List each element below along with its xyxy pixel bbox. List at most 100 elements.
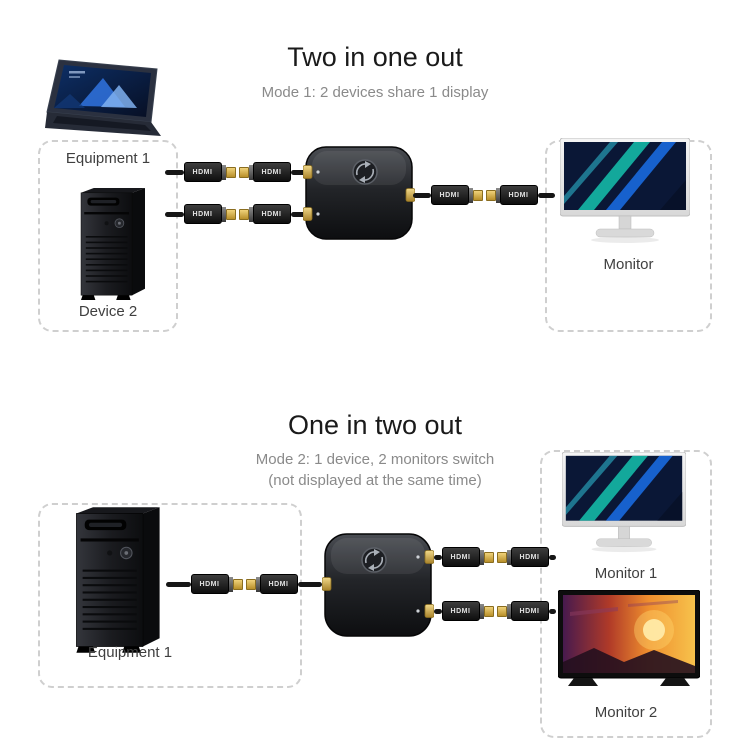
mode2-display-group-box [540, 450, 712, 738]
hdmi-cable-equipment1-to-switch: HDMI HDMI [166, 573, 322, 595]
tv-illustration [558, 590, 700, 686]
hdmi-plug: HDMI [238, 204, 291, 224]
monitor-illustration [562, 452, 686, 553]
hdmi-plug-tip [238, 208, 249, 220]
cable-wire [413, 192, 431, 198]
hdmi-plug-label: HDMI [261, 168, 282, 176]
cable-wire [297, 581, 322, 587]
device2-label: Device 2 [78, 303, 138, 320]
hdmi-plug-body: HDMI [252, 162, 291, 182]
hdmi-plug-neck [506, 603, 511, 619]
hdmi-plug-neck [228, 576, 233, 592]
hdmi-cable-switch-to-monitor: HDMI HDMI [413, 184, 555, 206]
hdmi-port [424, 604, 434, 618]
hdmi-plug: HDMI [245, 574, 298, 594]
mode1-subtitle: Mode 1: 2 devices share 1 display [261, 84, 489, 101]
hdmi-plug-tip [483, 551, 494, 563]
hdmi-plug-body: HDMI [510, 547, 549, 567]
hdmi-plug: HDMI [183, 204, 236, 224]
cable-wire [548, 554, 556, 560]
cable-wire [290, 169, 309, 175]
hdmi-plug-label: HDMI [192, 210, 213, 218]
hdmi-switch-illustration [322, 533, 434, 637]
hdmi-plug-label: HDMI [439, 191, 460, 199]
hdmi-plug-body: HDMI [499, 185, 538, 205]
hdmi-plug-tip [238, 166, 249, 178]
hdmi-plug-label: HDMI [261, 210, 282, 218]
hdmi-plug-tip [245, 578, 256, 590]
hdmi-plug-tip [496, 551, 507, 563]
hdmi-plug-body: HDMI [183, 162, 222, 182]
hdmi-plug-body: HDMI [510, 601, 549, 621]
hdmi-plug-neck [255, 576, 260, 592]
monitor2-label: Monitor 2 [594, 704, 658, 721]
hdmi-plug-neck [248, 206, 253, 222]
hdmi-plug-label: HDMI [268, 580, 289, 588]
hdmi-port [322, 577, 332, 591]
equipment1-label: Equipment 1 [65, 150, 151, 167]
hdmi-plug: HDMI [190, 574, 243, 594]
hdmi-cable-switch-to-monitor1: HDMI HDMI [434, 546, 556, 568]
hdmi-plug-neck [248, 164, 253, 180]
hdmi-plug-tip [225, 208, 236, 220]
hdmi-plug: HDMI [441, 601, 494, 621]
hdmi-plug-tip [472, 189, 483, 201]
monitor1-label: Monitor 1 [594, 565, 658, 582]
hdmi-cable-equipment1-to-switch: HDMI HDMI [165, 161, 309, 183]
hdmi-plug-neck [221, 164, 226, 180]
hdmi-plug-tip [232, 578, 243, 590]
hdmi-cable-device2-to-switch: HDMI HDMI [165, 203, 309, 225]
mode2-title: One in two out [287, 410, 463, 440]
mode2-subtitle-line2: (not displayed at the same time) [268, 472, 482, 489]
hdmi-plug-label: HDMI [450, 607, 471, 615]
hdmi-plug-label: HDMI [519, 553, 540, 561]
mode2-subtitle-line1: Mode 2: 1 device, 2 monitors switch [255, 451, 495, 468]
hdmi-plug-body: HDMI [259, 574, 298, 594]
hdmi-plug-label: HDMI [508, 191, 529, 199]
pc-tower-illustration [80, 188, 145, 300]
cable-wire [548, 608, 556, 614]
hdmi-plug-neck [479, 603, 484, 619]
hdmi-port [303, 165, 313, 179]
hdmi-port [424, 550, 434, 564]
hdmi-plug-tip [485, 189, 496, 201]
hdmi-plug-tip [483, 605, 494, 617]
hdmi-switch-illustration [303, 146, 415, 240]
hdmi-plug-label: HDMI [199, 580, 220, 588]
hdmi-plug-neck [468, 187, 473, 203]
hdmi-plug-body: HDMI [183, 204, 222, 224]
cable-wire [537, 192, 555, 198]
hdmi-port [405, 188, 415, 202]
equipment1-label: Equipment 1 [87, 644, 173, 661]
hdmi-plug-neck [495, 187, 500, 203]
hdmi-plug-body: HDMI [252, 204, 291, 224]
hdmi-plug-body: HDMI [430, 185, 469, 205]
mode1-source-group-box [38, 140, 178, 332]
hdmi-plug-tip [225, 166, 236, 178]
mode1-title: Two in one out [287, 42, 463, 72]
mode2-source-group-box [38, 503, 302, 688]
laptop-illustration [45, 59, 161, 136]
hdmi-plug-tip [496, 605, 507, 617]
cable-wire [165, 211, 184, 217]
cable-wire [166, 581, 191, 587]
hdmi-plug-body: HDMI [190, 574, 229, 594]
hdmi-plug-body: HDMI [441, 547, 480, 567]
hdmi-plug-label: HDMI [450, 553, 471, 561]
hdmi-cable-switch-to-monitor2: HDMI HDMI [434, 600, 556, 622]
hdmi-plug: HDMI [496, 601, 549, 621]
hdmi-plug-neck [506, 549, 511, 565]
hdmi-plug: HDMI [430, 185, 483, 205]
pc-tower-illustration [76, 507, 160, 653]
hdmi-plug-neck [479, 549, 484, 565]
hdmi-plug-label: HDMI [192, 168, 213, 176]
cable-wire [165, 169, 184, 175]
cable-wire [290, 211, 309, 217]
hdmi-plug: HDMI [441, 547, 494, 567]
hdmi-plug-label: HDMI [519, 607, 540, 615]
hdmi-plug: HDMI [496, 547, 549, 567]
hdmi-plug: HDMI [183, 162, 236, 182]
monitor-illustration [560, 138, 690, 243]
hdmi-plug-body: HDMI [441, 601, 480, 621]
